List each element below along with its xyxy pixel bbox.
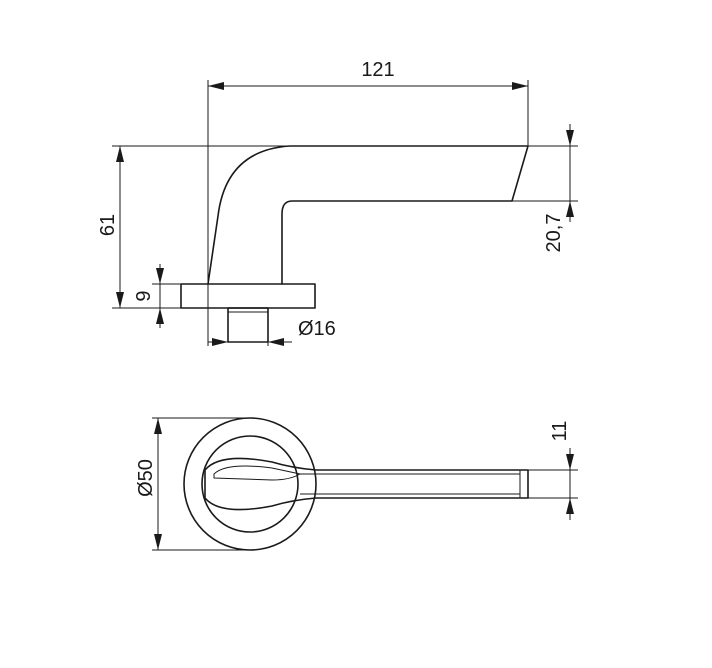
rose-plate (180, 283, 316, 309)
arrow-icon (154, 534, 162, 550)
arrow-icon (512, 82, 528, 90)
dim-spindle-label: Ø16 (298, 318, 336, 340)
dim-length-label: 121 (361, 59, 394, 81)
rose-outer (183, 417, 317, 551)
arrow-icon (208, 82, 224, 90)
dim-grip-label: 20,7 (543, 214, 565, 253)
arrow-icon (156, 268, 164, 284)
dim-lever-width-label: 11 (549, 421, 571, 442)
spindle (227, 307, 269, 343)
rose-inner (201, 435, 299, 533)
dim-rose-thickness-label: 9 (133, 290, 155, 301)
arrow-icon (566, 130, 574, 146)
lever-front-inner (213, 465, 302, 481)
arrow-icon (212, 338, 228, 346)
arrow-icon (116, 292, 124, 308)
dim-height-label: 61 (97, 214, 119, 236)
arrow-icon (268, 338, 284, 346)
side-view: 121 61 9 Ø16 20,7 (97, 59, 578, 346)
arrow-icon (566, 454, 574, 470)
arrow-icon (156, 308, 164, 324)
arrow-icon (566, 498, 574, 514)
dim-rose-label: Ø50 (135, 459, 157, 497)
arrow-icon (154, 418, 162, 434)
arrow-icon (116, 146, 124, 162)
arrow-icon (566, 201, 574, 217)
front-view: Ø50 11 (135, 417, 578, 551)
lever-outline (207, 145, 529, 285)
